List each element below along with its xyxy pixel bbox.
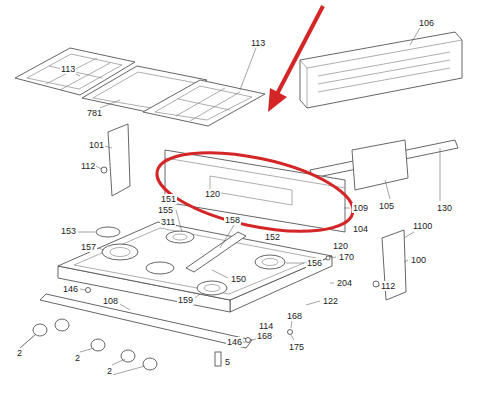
callout-number: 1100 xyxy=(412,221,433,231)
callout-number: 170 xyxy=(338,252,355,262)
callout-number: 204 xyxy=(336,278,353,288)
rear-vent-panel xyxy=(300,32,462,108)
callout-number: 112 xyxy=(80,161,96,171)
callout-number: 156 xyxy=(306,258,323,268)
callout-number: 2 xyxy=(106,366,113,376)
callout-number: 311 xyxy=(160,217,176,227)
callout-number: 109 xyxy=(352,203,369,213)
control-knob xyxy=(33,319,157,370)
callout-number: 155 xyxy=(157,205,174,215)
callout-number: 781 xyxy=(86,108,103,118)
callout-number: 146 xyxy=(62,284,79,294)
callout-number: 114 xyxy=(258,321,274,331)
control-manifold xyxy=(40,294,252,348)
callout-number: 5 xyxy=(224,357,231,367)
backguard xyxy=(165,150,345,232)
callout-number: 120 xyxy=(204,189,221,199)
callout-number: 2 xyxy=(74,353,81,363)
callout-number: 152 xyxy=(264,232,281,242)
cooktop xyxy=(58,222,332,312)
screw xyxy=(288,330,293,335)
screw xyxy=(101,167,107,173)
callout-number: 101 xyxy=(88,140,105,150)
side-endcap xyxy=(108,124,130,196)
callout-number: 168 xyxy=(256,331,273,341)
leader-line xyxy=(20,28,440,375)
screw xyxy=(373,281,379,287)
callout-number: 168 xyxy=(286,311,303,321)
control-bracket xyxy=(352,140,408,190)
callout-number: 2 xyxy=(16,348,23,358)
callout-number: 113 xyxy=(60,64,76,74)
burner-grate xyxy=(143,80,265,126)
callout-number: 113 xyxy=(250,38,266,48)
highlight-arrow xyxy=(276,6,323,96)
screw xyxy=(86,288,91,293)
callout-number: 120 xyxy=(332,241,349,251)
callout-number: 104 xyxy=(352,224,369,234)
callout-number: 146 xyxy=(226,337,243,347)
callout-number: 130 xyxy=(436,203,453,213)
callout-number: 100 xyxy=(410,255,427,265)
callout-number: 112 xyxy=(380,281,396,291)
burner-cap xyxy=(96,227,120,237)
callout-number: 157 xyxy=(80,242,97,252)
callout-number: 158 xyxy=(224,215,241,225)
callout-number: 175 xyxy=(288,342,305,352)
callout-number: 106 xyxy=(418,18,435,28)
callout-number: 122 xyxy=(322,296,339,306)
callout-number: 153 xyxy=(60,226,77,236)
callout-number: 150 xyxy=(230,274,247,284)
callout-number: 105 xyxy=(378,201,395,211)
callout-number: 151 xyxy=(160,194,177,204)
highlight-oval xyxy=(150,138,360,246)
highlight-arrowhead xyxy=(268,88,287,112)
screw xyxy=(246,338,251,343)
bracket xyxy=(215,352,221,366)
clip xyxy=(326,256,330,260)
callout-number: 159 xyxy=(177,295,194,305)
callout-number: 108 xyxy=(102,296,119,306)
